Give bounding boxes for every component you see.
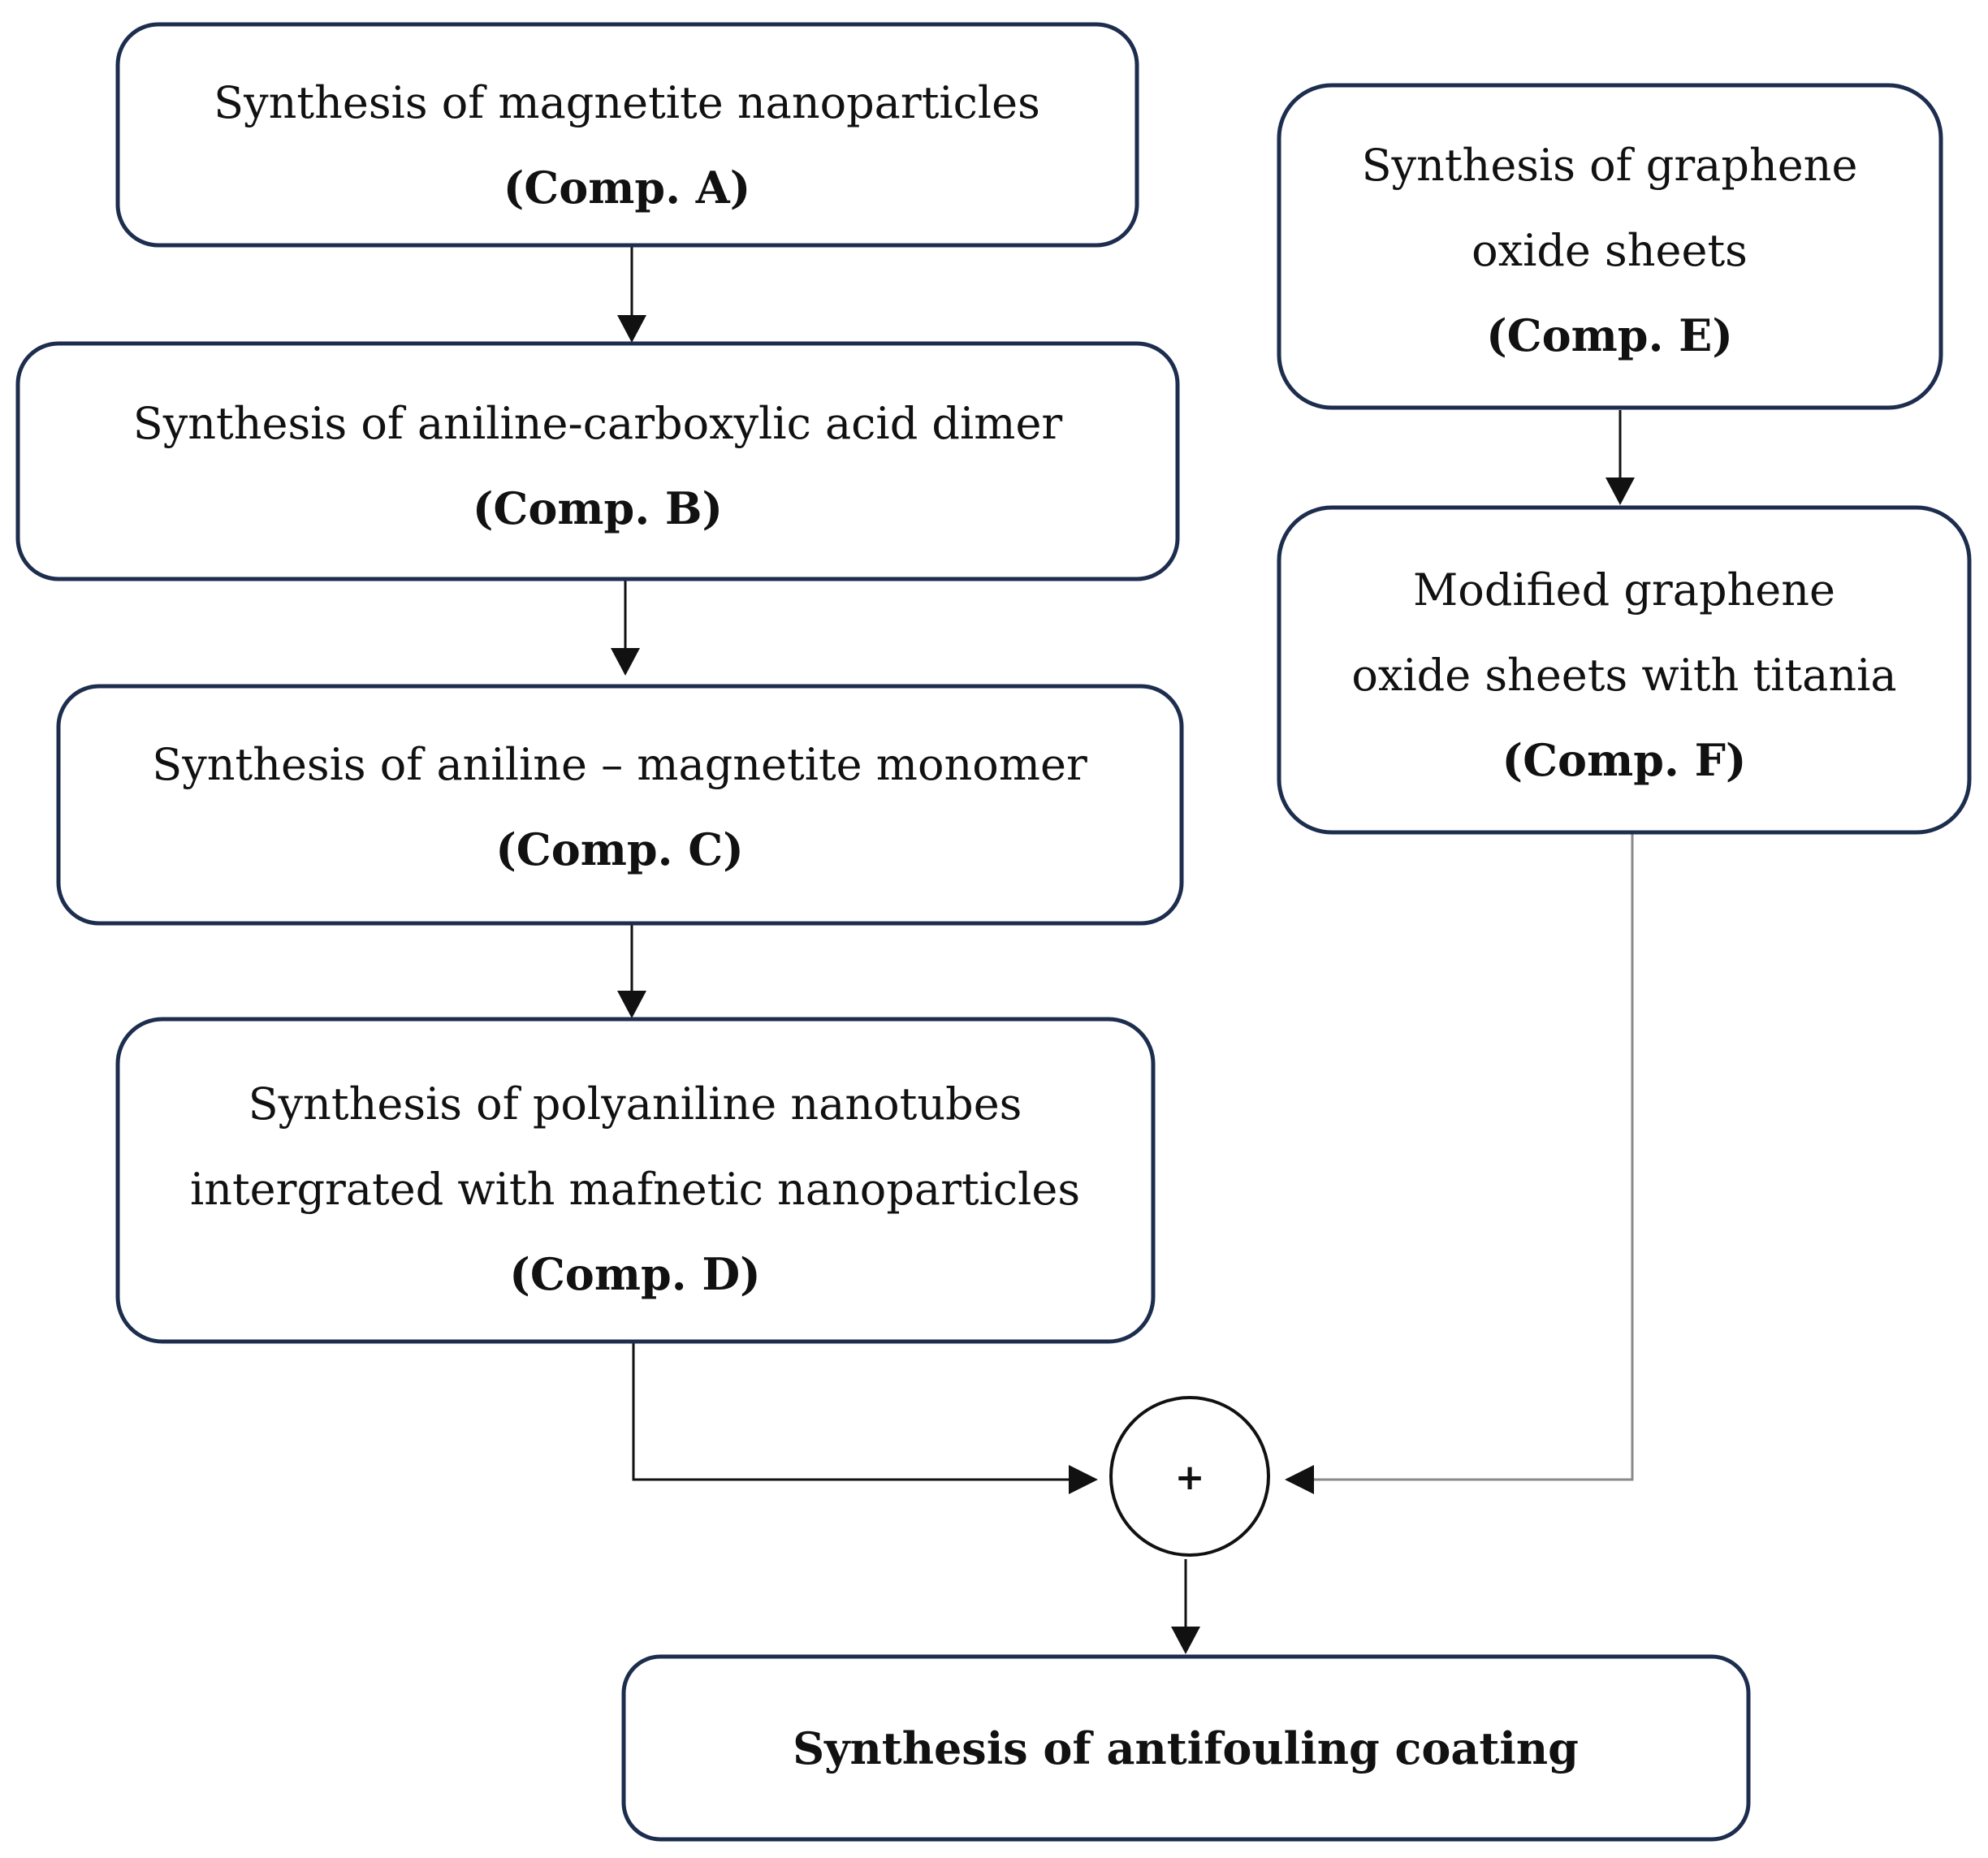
node-e-title-line2: oxide sheets (1472, 225, 1748, 276)
node-e-tag: (Comp. E) (1486, 309, 1733, 361)
node-antifouling-coating: Synthesis of antifouling coating (621, 1654, 1751, 1842)
arrowhead-d-junction (1069, 1465, 1098, 1494)
node-comp-d: Synthesis of polyaniline nanotubes inter… (115, 1017, 1156, 1344)
arrowhead-junction-g (1171, 1627, 1200, 1654)
arrowhead-f-junction (1285, 1465, 1314, 1494)
node-f-title-line2: oxide sheets with titania (1351, 650, 1896, 701)
node-comp-c: Synthesis of aniline – magnetite monomer… (56, 684, 1184, 926)
node-b-title: Synthesis of aniline-carboxylic acid dim… (133, 398, 1063, 449)
node-e-title-line1: Synthesis of graphene (1362, 140, 1858, 191)
node-b-tag: (Comp. B) (473, 482, 723, 534)
node-a-tag: (Comp. A) (503, 162, 751, 214)
node-c-tag: (Comp. C) (495, 823, 744, 875)
node-g-title: Synthesis of antifouling coating (793, 1722, 1579, 1774)
node-f-tag: (Comp. F) (1502, 734, 1747, 786)
connector-d-junction (632, 1342, 1070, 1481)
node-comp-b: Synthesis of aniline-carboxylic acid dim… (15, 341, 1180, 581)
arrowhead-a-b (617, 315, 646, 343)
node-a-title: Synthesis of magnetite nanoparticles (214, 77, 1040, 128)
arrowhead-e-f (1606, 477, 1635, 505)
node-f-title-line1: Modified graphene (1413, 564, 1835, 616)
node-comp-f: Modified graphene oxide sheets with tita… (1277, 505, 1972, 835)
node-d-title-line2: intergrated with mafnetic nanoparticles (190, 1164, 1080, 1215)
connector-f-junction (1312, 832, 1634, 1481)
junction-node: + (1109, 1396, 1270, 1557)
node-comp-a: Synthesis of magnetite nanoparticles (Co… (115, 22, 1139, 248)
node-d-tag: (Comp. D) (509, 1248, 760, 1300)
arrowhead-c-d (617, 991, 646, 1018)
junction-plus: + (1175, 1457, 1205, 1498)
node-d-title-line1: Synthesis of polyaniline nanotubes (248, 1078, 1022, 1130)
node-c-title: Synthesis of aniline – magnetite monomer (152, 739, 1087, 790)
arrowhead-b-c (611, 648, 640, 676)
node-comp-e: Synthesis of graphene oxide sheets (Comp… (1277, 83, 1943, 410)
